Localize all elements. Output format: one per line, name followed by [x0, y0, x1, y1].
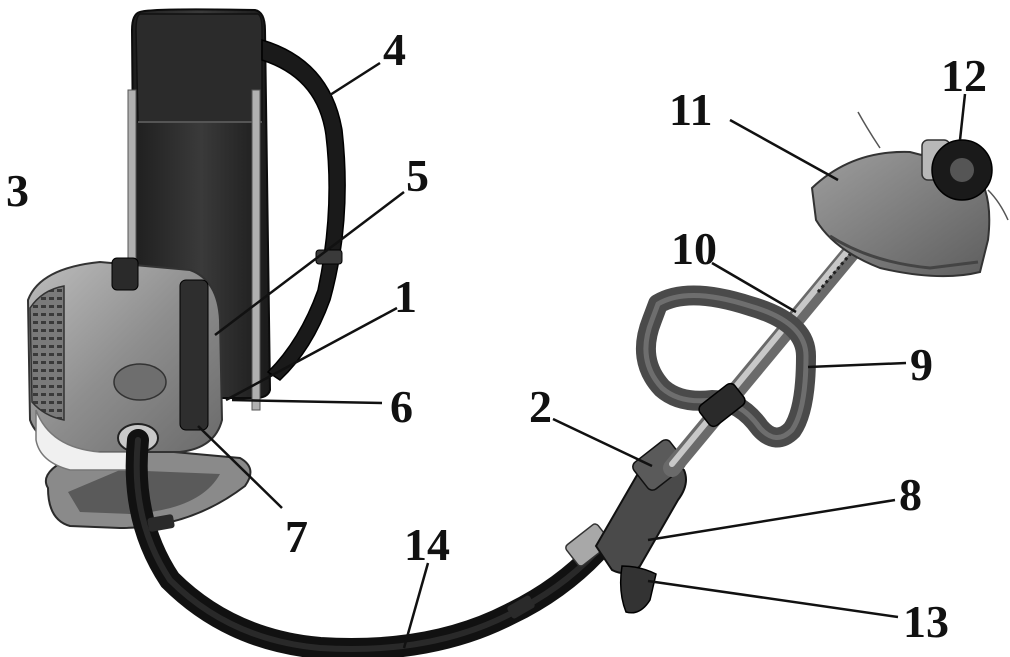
callout-14: 14: [404, 519, 450, 570]
callout-7: 7: [285, 511, 308, 562]
engine: [28, 258, 222, 470]
callout-8: 8: [899, 469, 922, 520]
trimmer-line-left: [858, 112, 880, 148]
callout-6: 6: [390, 381, 413, 432]
leader-13: [648, 581, 898, 617]
frame-rail-right: [252, 90, 260, 410]
leader-8: [648, 500, 895, 540]
callout-10: 10: [671, 223, 717, 274]
back-pad-top: [136, 14, 262, 122]
engine-top-handle: [112, 258, 138, 290]
leader-9: [808, 363, 906, 367]
cooling-grille: [30, 286, 64, 420]
callout-12: 12: [941, 50, 987, 101]
leader-4: [330, 63, 380, 95]
callout-2: 2: [529, 381, 552, 432]
trimmer-head-hub: [950, 158, 974, 182]
clutch-housing: [114, 364, 166, 400]
engine-side-cover: [180, 280, 208, 430]
callout-1: 1: [394, 271, 417, 322]
callout-9: 9: [910, 339, 933, 390]
shoulder-strap: [262, 40, 345, 380]
callout-3: 3: [6, 165, 29, 216]
throttle-lever: [621, 566, 656, 613]
leader-11: [730, 120, 838, 180]
callout-5: 5: [406, 150, 429, 201]
leader-2: [553, 419, 652, 466]
callout-4: 4: [383, 24, 406, 75]
callout-11: 11: [669, 84, 712, 135]
callout-13: 13: [903, 596, 949, 647]
trimmer-line-right: [988, 190, 1008, 220]
